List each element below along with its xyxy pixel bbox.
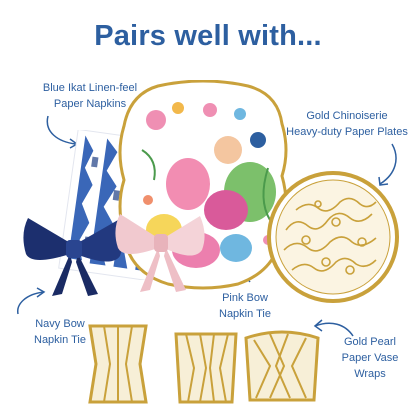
vase-wrap-image xyxy=(244,330,320,402)
gold-plate-image xyxy=(267,171,399,303)
plates-label: Gold Chinoiserie Heavy-duty Paper Plates xyxy=(286,110,408,138)
vase-wrap-image xyxy=(174,332,238,404)
navy-bow-image xyxy=(23,218,123,296)
vase-wrap-image xyxy=(88,324,148,404)
curved-arrow-icon xyxy=(17,287,46,315)
napkins-label: Blue Ikat Linen-feel Paper Napkins xyxy=(42,82,138,110)
curved-arrow-icon xyxy=(378,143,397,186)
pink-bow-label: Pink Bow Napkin Tie xyxy=(219,292,271,320)
vases-label: Gold Pearl Paper Vase Wraps xyxy=(341,336,399,380)
navy-bow-label: Navy Bow Napkin Tie xyxy=(34,318,86,346)
pink-bow-image xyxy=(115,214,205,292)
page-title: Pairs well with... xyxy=(94,20,322,52)
curved-arrow-icon xyxy=(313,319,354,337)
